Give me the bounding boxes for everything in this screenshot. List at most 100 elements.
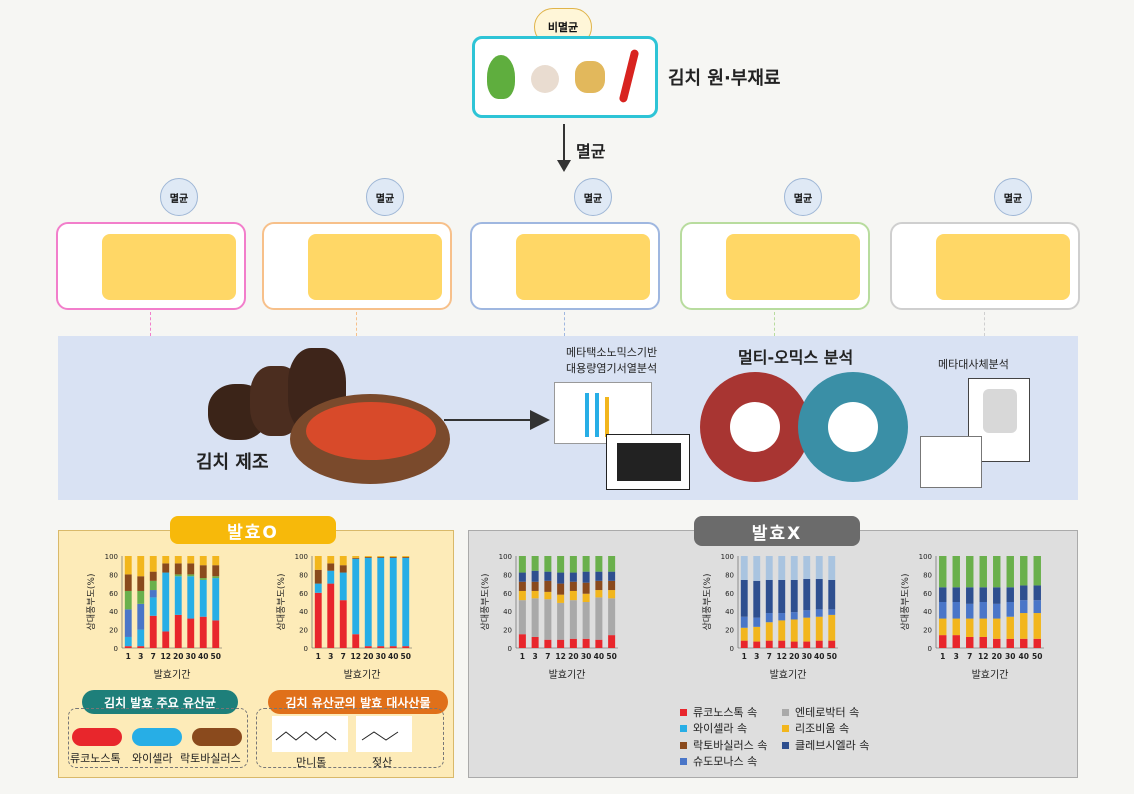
x-tick-label: 7: [545, 652, 550, 661]
bar-segment: [137, 576, 145, 591]
sterilized-highlight: [102, 234, 236, 300]
multi-omics-title: 멀티-오믹스 분석: [738, 348, 854, 367]
bar-segment: [595, 580, 603, 591]
lab-label-2: 락토바실러스: [180, 752, 241, 765]
bar-segment: [582, 602, 590, 639]
bar-segment: [582, 582, 590, 594]
bar-segment: [314, 569, 322, 584]
meta-right-label: 메타대사체분석: [938, 358, 1009, 371]
bar-segment: [557, 556, 565, 573]
legend-label: 리조비움 속: [795, 722, 850, 735]
y-tick-label: 60: [725, 590, 734, 598]
y-tick-label: 80: [725, 571, 734, 579]
legend-swatch: [680, 708, 687, 716]
bar-segment: [149, 615, 157, 648]
sequencer-image: [606, 434, 690, 490]
bar-segment: [187, 563, 195, 575]
spectrum-image: [920, 436, 982, 488]
bar-segment: [377, 557, 385, 647]
x-tick-label: 30: [186, 652, 196, 661]
metabolite-title-pill: 김치 유산균의 발효 대사산물: [268, 690, 448, 714]
x-tick-label: 3: [533, 652, 538, 661]
bar-segment: [979, 602, 987, 619]
sequencing-chart-image: [554, 382, 652, 444]
bar-segment: [531, 598, 539, 637]
bar-segment: [582, 638, 590, 648]
x-tick-label: 7: [767, 652, 772, 661]
bar-segment: [327, 570, 335, 584]
bar-segment: [352, 556, 360, 558]
y-tick-label: 40: [923, 608, 932, 616]
legend-item: 클레브시엘라 속: [782, 737, 869, 753]
bar-segment: [790, 641, 798, 648]
bar-segment: [939, 602, 947, 619]
y-tick-label: 20: [725, 627, 734, 635]
bar-segment: [993, 603, 1001, 619]
cabbage-icon: [487, 55, 515, 99]
bar-segment: [815, 640, 823, 648]
bar-segment: [608, 580, 616, 591]
y-tick-label: 60: [923, 590, 932, 598]
legend-label: 와이셀라 속: [693, 722, 748, 735]
bar-segment: [1033, 585, 1041, 601]
bar-segment: [803, 556, 811, 579]
bar-segment: [952, 635, 960, 648]
bar-segment: [939, 587, 947, 602]
y-tick-label: 100: [295, 553, 308, 561]
bar-segment: [518, 556, 526, 573]
bar-segment: [966, 636, 974, 648]
bar-segment: [199, 579, 207, 617]
bar-segment: [952, 587, 960, 602]
lab-label-1: 와이셀라: [132, 752, 173, 765]
sterile-badge-4: 멸균: [994, 178, 1032, 216]
bar-segment: [339, 600, 347, 648]
y-tick-label: 40: [109, 608, 118, 616]
bar-segment: [1033, 613, 1041, 639]
bar-segment: [1020, 638, 1028, 648]
sterilized-highlight: [936, 234, 1070, 300]
bar-segment: [966, 603, 974, 619]
bar-segment: [557, 594, 565, 603]
y-tick-label: 80: [503, 571, 512, 579]
x-tick-label: 1: [520, 652, 525, 661]
bar-segment: [979, 636, 987, 648]
bar-segment: [187, 574, 195, 577]
bar-segment: [174, 576, 182, 615]
bar-segment: [402, 556, 410, 557]
y-tick-label: 40: [299, 608, 308, 616]
x-tick-label: 20: [992, 652, 1002, 661]
bar-segment: [199, 616, 207, 648]
bar-segment: [364, 646, 372, 648]
bar-segment: [314, 583, 322, 593]
bar-segment: [544, 639, 552, 648]
y-tick-label: 0: [304, 645, 308, 653]
y-tick-label: 60: [503, 590, 512, 598]
x-tick-label: 40: [388, 652, 398, 661]
bar-segment: [377, 646, 385, 648]
bar-segment: [595, 597, 603, 640]
metabolite-label-0: 만니톨: [296, 756, 327, 769]
bar-segment: [174, 556, 182, 564]
x-tick-label: 20: [789, 652, 799, 661]
legend-item: 와이셀라 속: [680, 720, 747, 736]
bar-segment: [803, 617, 811, 642]
bar-segment: [314, 556, 322, 570]
bar-segment: [531, 581, 539, 591]
bar-segment: [377, 556, 385, 558]
bar-segment: [199, 556, 207, 566]
bar-segment: [137, 603, 145, 630]
x-tick-label: 40: [1019, 652, 1029, 661]
bar-segment: [740, 616, 748, 628]
bar-segment: [1020, 585, 1028, 601]
metabolite-label-1: 젖산: [372, 756, 393, 769]
bar-segment: [753, 626, 761, 642]
bar-segment: [124, 556, 132, 575]
bar-segment: [569, 556, 577, 573]
x-tick-label: 50: [827, 652, 837, 661]
bar-segment: [557, 602, 565, 640]
connector-line-1: [356, 312, 357, 336]
bar-segment: [753, 556, 761, 581]
bar-segment: [137, 646, 145, 648]
bar-segment: [979, 556, 987, 588]
x-tick-label: 1: [940, 652, 945, 661]
